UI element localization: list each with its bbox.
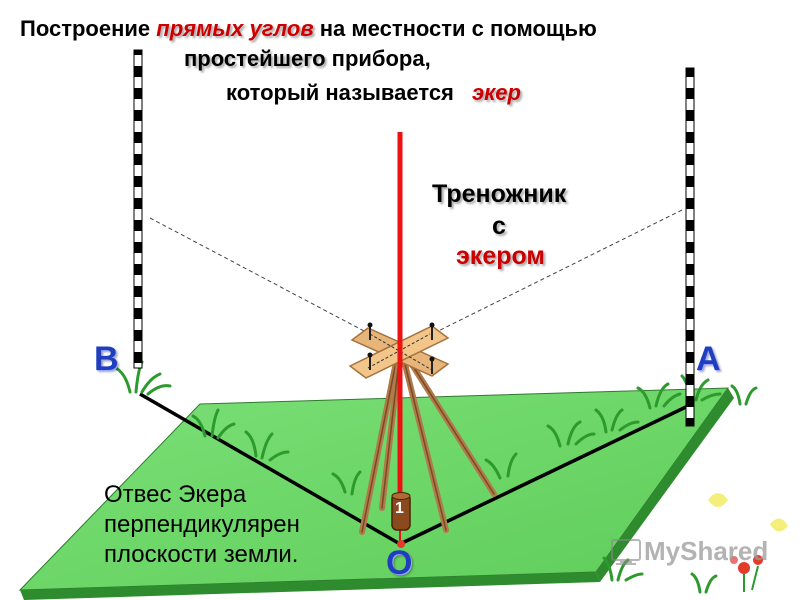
pole-b xyxy=(133,49,143,369)
title-line-1: Построение прямых углов на местности с п… xyxy=(20,16,597,42)
note-line-1: Отвес Экера xyxy=(104,481,247,508)
tripod-legs xyxy=(359,349,497,535)
title-text-1a: Построение xyxy=(20,16,151,41)
title-text-2a: простейшего xyxy=(184,46,326,71)
title-line-3: который называется экер xyxy=(226,80,521,106)
angle-lines xyxy=(139,392,689,546)
ground-plane xyxy=(18,387,734,600)
title-text-3a: который называется xyxy=(226,80,454,105)
watermark-text: MyShared xyxy=(644,536,769,566)
title-line-2: простейшего прибора, xyxy=(184,46,431,72)
plumb-bob-number: 1 xyxy=(395,500,404,517)
point-label-o: O xyxy=(386,544,413,582)
title-text-2b: прибора, xyxy=(331,46,431,71)
tripod-label-line-1: Треножник xyxy=(432,180,567,208)
tripod-label-line-2: с xyxy=(492,212,506,240)
point-label-a: A xyxy=(696,340,721,378)
flowers-decoration xyxy=(708,493,788,592)
watermark-logo-icon xyxy=(611,539,641,565)
title-text-3b: экер xyxy=(472,80,521,105)
note-line-3: плоскости земли. xyxy=(104,541,299,568)
plumb-bob xyxy=(391,492,411,548)
tripod-label-line-3: экером xyxy=(456,242,545,270)
point-label-b: B xyxy=(94,340,119,378)
title-text-1b: прямых углов xyxy=(156,16,314,41)
sight-lines xyxy=(149,209,683,351)
note-line-2: перпендикулярен xyxy=(104,511,300,538)
title-text-1c: на местности с помощью xyxy=(319,16,597,41)
pole-a xyxy=(685,67,695,427)
